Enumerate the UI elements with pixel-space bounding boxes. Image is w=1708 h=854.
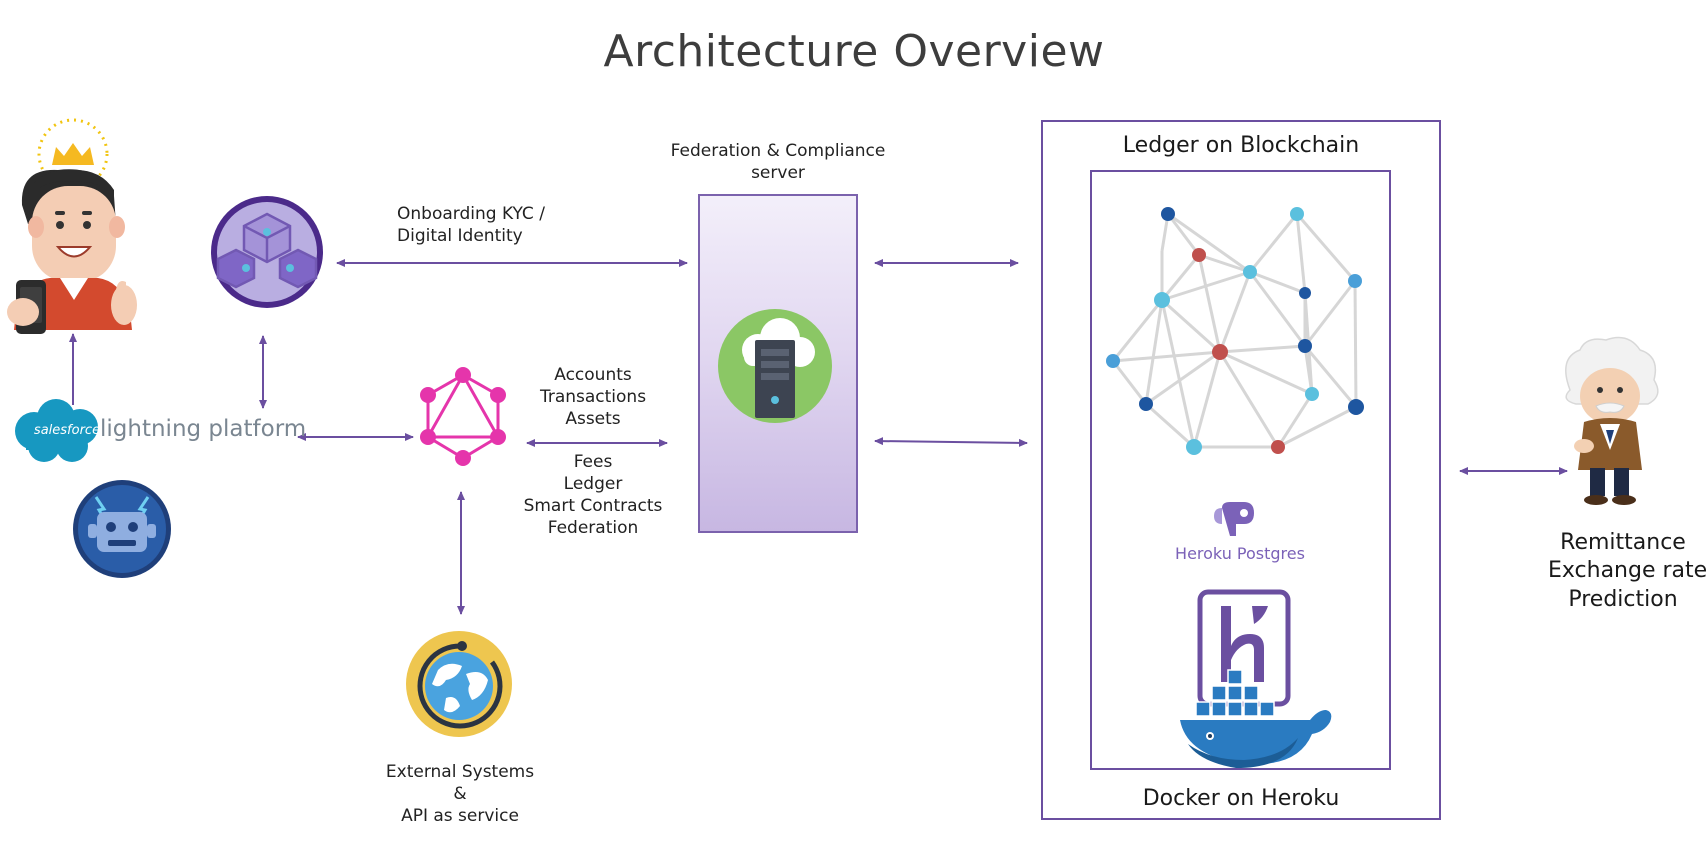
ledger-inner-box [1090,170,1391,770]
arrow-server-ledger-bottom [874,437,1028,447]
onboarding-label-line2: Digital Identity [397,226,523,246]
docker-on-heroku-label: Docker on Heroku [1142,786,1340,811]
remittance-label-line1: Remittance [1560,530,1686,555]
federation-server-label-line1: Federation & Compliance [670,141,886,161]
assets-label: Assets [565,409,621,429]
page-title: Architecture Overview [603,26,1105,77]
remittance-label-line3: Prediction [1568,587,1678,612]
smart-contracts-label: Smart Contracts [523,496,663,516]
lightning-platform-label: lightning platform [100,416,307,442]
onboarding-label-line1: Onboarding KYC / [397,204,545,224]
federation-label: Federation [547,518,639,538]
external-label-line3: API as service [401,806,519,826]
transactions-label: Transactions [539,387,647,407]
ledger-label: Ledger [563,474,623,494]
ledger-outer-box [1041,120,1441,820]
heroku-postgres-label: Heroku Postgres [1175,544,1305,563]
external-label-line1: External Systems [385,762,535,782]
salesforce-badge-text: salesforce [33,423,101,438]
remittance-label-line2: Exchange rate [1548,558,1708,583]
accounts-label: Accounts [554,365,632,385]
external-label-line2: & [453,784,467,804]
ledger-on-blockchain-label: Ledger on Blockchain [1122,133,1360,158]
federation-server-label-line2: server [751,163,805,183]
fees-label: Fees [573,452,613,472]
